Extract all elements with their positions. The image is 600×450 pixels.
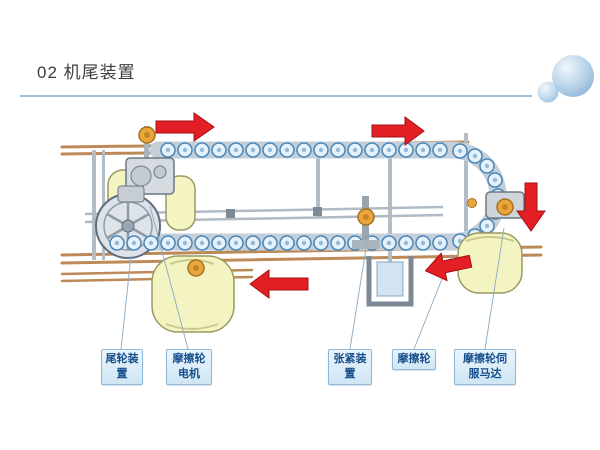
guide-wheels-left bbox=[107, 169, 196, 231]
page-title: 02 机尾装置 bbox=[37, 63, 136, 82]
arrow-down-icon bbox=[516, 182, 546, 232]
track-rails bbox=[60, 140, 543, 283]
title-divider bbox=[20, 95, 532, 97]
decor-circle-small bbox=[537, 81, 559, 103]
friction-motor-assembly bbox=[117, 126, 175, 203]
callout-tail-wheel-device: 尾轮装置 bbox=[101, 349, 143, 385]
wheel-hub bbox=[187, 259, 205, 277]
tail-wheel bbox=[95, 193, 161, 259]
servo-motor bbox=[467, 191, 525, 219]
support-frame bbox=[92, 133, 468, 262]
callout-friction-wheel: 摩擦轮 bbox=[392, 349, 436, 370]
guide-wheels-lower bbox=[151, 232, 523, 333]
callout-friction-wheel-servo: 摩擦轮伺服马达 bbox=[454, 349, 516, 385]
wheel-shading bbox=[165, 236, 515, 330]
flow-arrows bbox=[155, 112, 546, 299]
callout-friction-wheel-motor: 摩擦轮电机 bbox=[166, 349, 212, 385]
tension-device bbox=[352, 196, 380, 249]
arrow-right-icon bbox=[371, 116, 425, 146]
arrow-right-icon bbox=[155, 112, 215, 142]
decor-circle-large bbox=[552, 55, 594, 97]
mid-rails bbox=[84, 205, 444, 224]
arrow-left-icon bbox=[424, 252, 473, 282]
callout-tension-device: 张紧装置 bbox=[328, 349, 372, 385]
arrow-left-icon bbox=[249, 269, 309, 299]
callout-lines bbox=[120, 205, 505, 350]
rail-nodes bbox=[226, 207, 322, 218]
chain-band bbox=[108, 141, 507, 251]
hanger-bracket bbox=[366, 256, 414, 307]
chain-rollers bbox=[109, 142, 506, 251]
